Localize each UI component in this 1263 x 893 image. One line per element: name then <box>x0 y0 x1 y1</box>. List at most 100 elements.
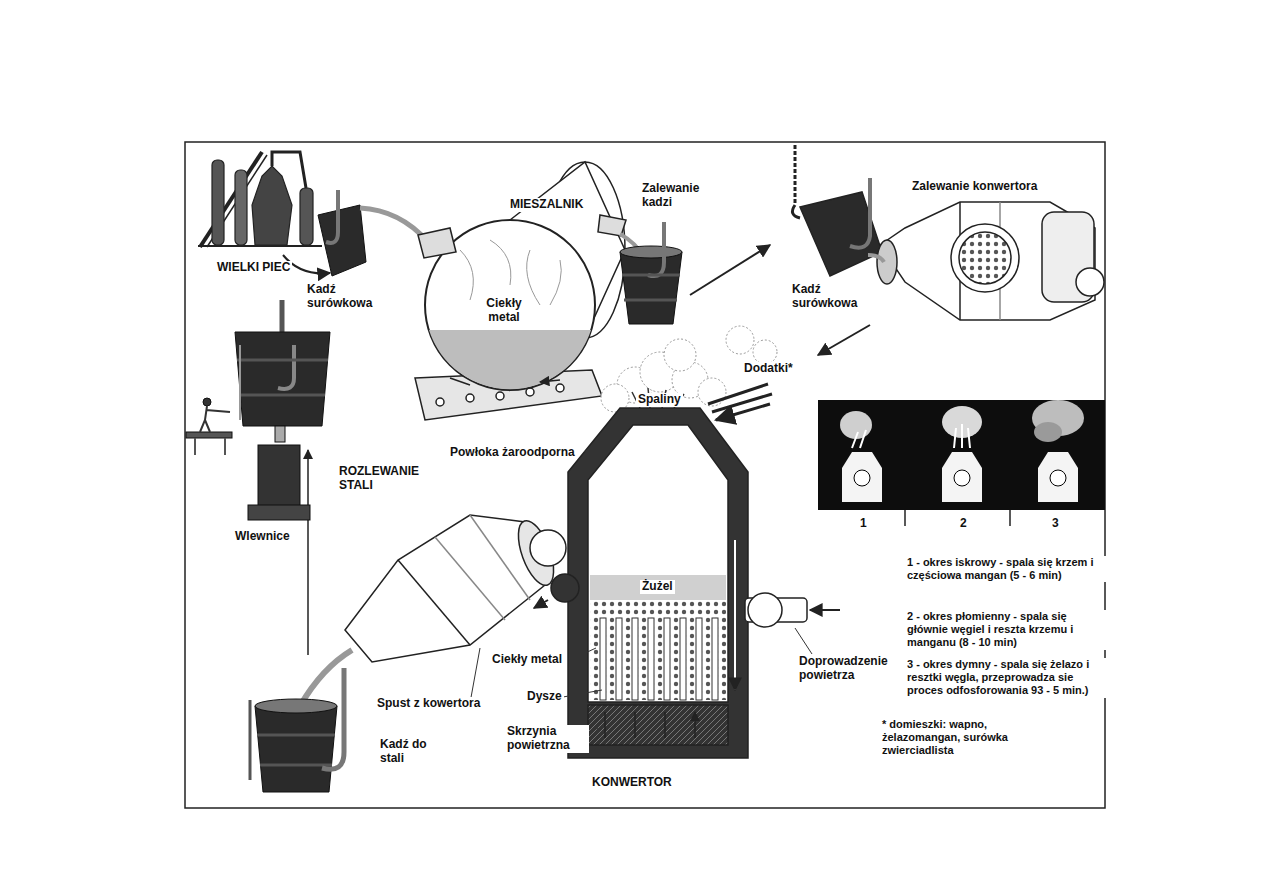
drawing-part <box>563 690 602 697</box>
callout-number: 3 <box>1050 517 1061 531</box>
stage-label: KONWERTOR <box>590 776 674 790</box>
drawing-part <box>530 530 566 566</box>
drawing-part <box>942 452 982 502</box>
steel-ladle <box>250 668 344 792</box>
drawing-part <box>255 706 337 792</box>
part-label: Żużel <box>640 580 675 594</box>
drawing-part <box>590 575 726 600</box>
drawing-part <box>436 398 444 406</box>
drawing-part <box>272 152 306 188</box>
drawing-part <box>326 190 338 243</box>
drawing-part <box>240 394 325 397</box>
flow-arrow <box>690 245 770 295</box>
drawing-part <box>1034 422 1062 442</box>
drawing-part <box>664 618 670 700</box>
drawing-part <box>624 299 677 302</box>
part-label: Spaliny <box>636 393 683 407</box>
callout-number: 1 <box>858 517 869 531</box>
drawing-part <box>224 438 226 455</box>
part-label: Dysze <box>525 690 564 704</box>
stage-label: Zalewanie konwertora <box>910 180 1039 194</box>
ladle <box>620 222 682 324</box>
drawing-part <box>680 618 686 700</box>
period-note: 2 - okres płomienny - spala się głównie … <box>905 610 1109 650</box>
stage-label: WIELKI PIEC <box>215 261 292 275</box>
drawing-part <box>345 515 545 662</box>
drawing-part <box>249 700 252 780</box>
frame <box>185 142 1105 808</box>
drawing-part <box>880 202 1095 320</box>
period-note: 3 - okres dymny - spala się żelazo i res… <box>905 658 1109 698</box>
drawing-part <box>632 618 638 700</box>
part-label: Dodatki* <box>742 362 795 376</box>
drawing-part <box>1076 268 1104 296</box>
drawing-part <box>200 406 230 432</box>
part-label: Spust z kowertora <box>375 697 482 711</box>
drawing-part <box>696 618 702 700</box>
drawing-part <box>1038 452 1078 502</box>
part-label: Ciekły metal <box>478 297 530 325</box>
drawing-part <box>842 452 882 502</box>
part-label: Kadź surówkowa <box>305 283 381 311</box>
drawing-part <box>664 339 696 371</box>
converter <box>530 408 807 758</box>
drawing-part <box>632 388 684 408</box>
drawing-part <box>868 255 884 262</box>
drawing-part <box>792 205 800 218</box>
drawing-part <box>322 668 344 769</box>
drawing-part <box>734 540 736 690</box>
drawing-part <box>534 600 548 608</box>
drawing-part <box>278 345 294 389</box>
drawing-part <box>852 430 866 448</box>
drawing-part <box>818 400 1105 510</box>
drawing-part <box>258 445 300 507</box>
drawing-part <box>622 274 680 277</box>
drawing-part <box>748 593 782 627</box>
drawing-part <box>198 245 322 247</box>
drawing-part <box>450 378 560 385</box>
drawing-part <box>648 618 654 700</box>
drawing-part <box>466 394 474 402</box>
drawing-part <box>840 411 882 502</box>
tapping-converter <box>300 515 566 706</box>
stage-label: Zalewanie kadzi <box>640 182 706 210</box>
drawing-part <box>568 408 748 758</box>
air-arrow <box>810 609 840 611</box>
drawing-part <box>726 326 754 354</box>
drawing-part <box>620 252 682 324</box>
drawing-part <box>203 398 211 406</box>
drawing-part <box>877 240 897 284</box>
ladle <box>318 190 428 276</box>
part-label: Ciekły metal <box>490 653 564 667</box>
drawing-part <box>590 600 726 700</box>
drawing-part <box>318 205 366 276</box>
footnote: * domieszki: wapno, żelazomangan, surówk… <box>880 718 1054 758</box>
period-panel <box>818 400 1105 526</box>
drawing-part <box>252 166 292 245</box>
part-label: Kadź surówkowa <box>790 283 866 311</box>
part-label: Doprowadzenie powietrza <box>797 655 906 683</box>
drawing-part <box>588 425 728 702</box>
drawing-part <box>186 432 232 438</box>
drawing-part <box>235 170 247 245</box>
blast-furnace <box>198 152 322 247</box>
mixer <box>415 162 648 420</box>
flow-arrow <box>307 450 309 655</box>
flames <box>632 388 684 408</box>
drawing-part <box>600 618 718 700</box>
additions-arrows <box>708 384 772 420</box>
drawing-part <box>398 560 470 645</box>
drawing-part <box>551 574 579 602</box>
drawing-part <box>850 178 870 248</box>
drawing-part <box>712 618 718 700</box>
drawing-part <box>616 618 622 700</box>
part-label: Kadź do stali <box>378 738 434 766</box>
drawing-part <box>904 510 906 526</box>
drawing-part <box>496 392 504 400</box>
drawing-part <box>429 330 591 389</box>
drawing-part <box>954 470 970 486</box>
drawing-part <box>460 240 561 305</box>
drawing-part <box>1050 470 1066 486</box>
